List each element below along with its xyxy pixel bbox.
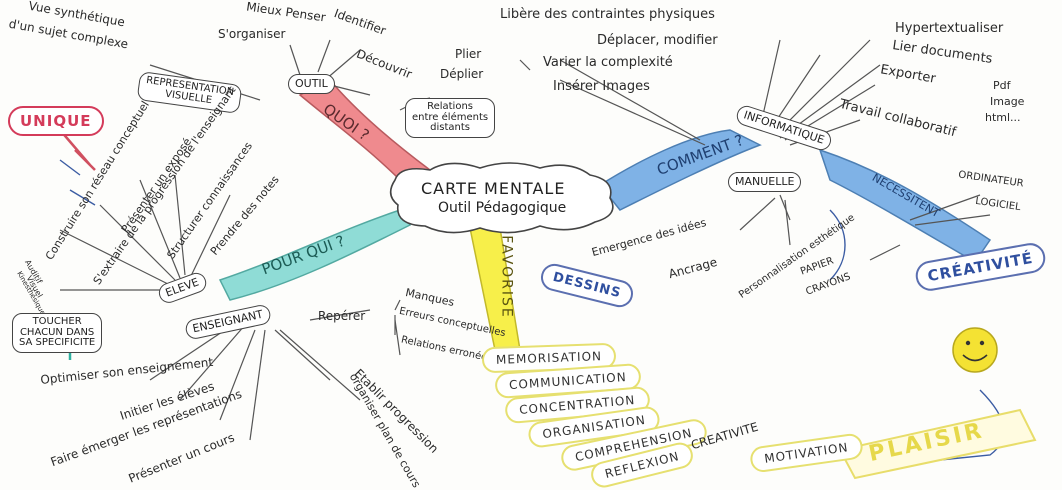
export-html: html... bbox=[985, 111, 1021, 124]
info-left-0: Libère des contraintes physiques bbox=[500, 7, 715, 22]
node-relations: Relations entre éléments distants bbox=[405, 98, 496, 138]
branch-comment bbox=[598, 129, 762, 211]
relations-line-3: distants bbox=[430, 122, 470, 133]
info-left-3: Insérer Images bbox=[553, 79, 650, 94]
relations-line-2: entre éléments bbox=[412, 111, 489, 123]
branch-pour-qui bbox=[218, 209, 412, 301]
export-pdf: Pdf bbox=[993, 79, 1011, 92]
toucher-line-1: TOUCHER bbox=[32, 316, 82, 327]
node-outil: OUTIL bbox=[288, 74, 335, 94]
ens-child-reperer: Repérer bbox=[318, 309, 366, 323]
smiley-icon bbox=[952, 327, 998, 373]
plier: Plier bbox=[455, 47, 482, 61]
info-left-2: Varier la complexité bbox=[543, 55, 673, 70]
export-image: Image bbox=[990, 95, 1025, 108]
relations-line-1: Relations bbox=[427, 101, 474, 112]
central-subtitle: Outil Pédagogique bbox=[438, 200, 567, 216]
central-title: CARTE MENTALE bbox=[421, 179, 566, 198]
node-toucher: TOUCHER CHACUN DANS SA SPECIFICITE bbox=[12, 313, 103, 353]
toucher-line-2: CHACUN DANS bbox=[19, 326, 95, 338]
deplier: Déplier bbox=[440, 67, 484, 81]
info-left-1: Déplacer, modifier bbox=[597, 33, 718, 48]
cloud-unique: UNIQUE bbox=[8, 106, 104, 136]
central-cloud-shape bbox=[389, 162, 614, 234]
toucher-line-3: SA SPECIFICITE bbox=[19, 337, 96, 348]
outil-child-sorganiser: S'organiser bbox=[218, 27, 286, 41]
node-manuelle: MANUELLE bbox=[728, 172, 802, 192]
info-right-0: Hypertextualiser bbox=[895, 21, 1004, 36]
plaisir-banner bbox=[838, 408, 1037, 480]
branch-label-favorise: FAVORISE bbox=[498, 235, 515, 319]
